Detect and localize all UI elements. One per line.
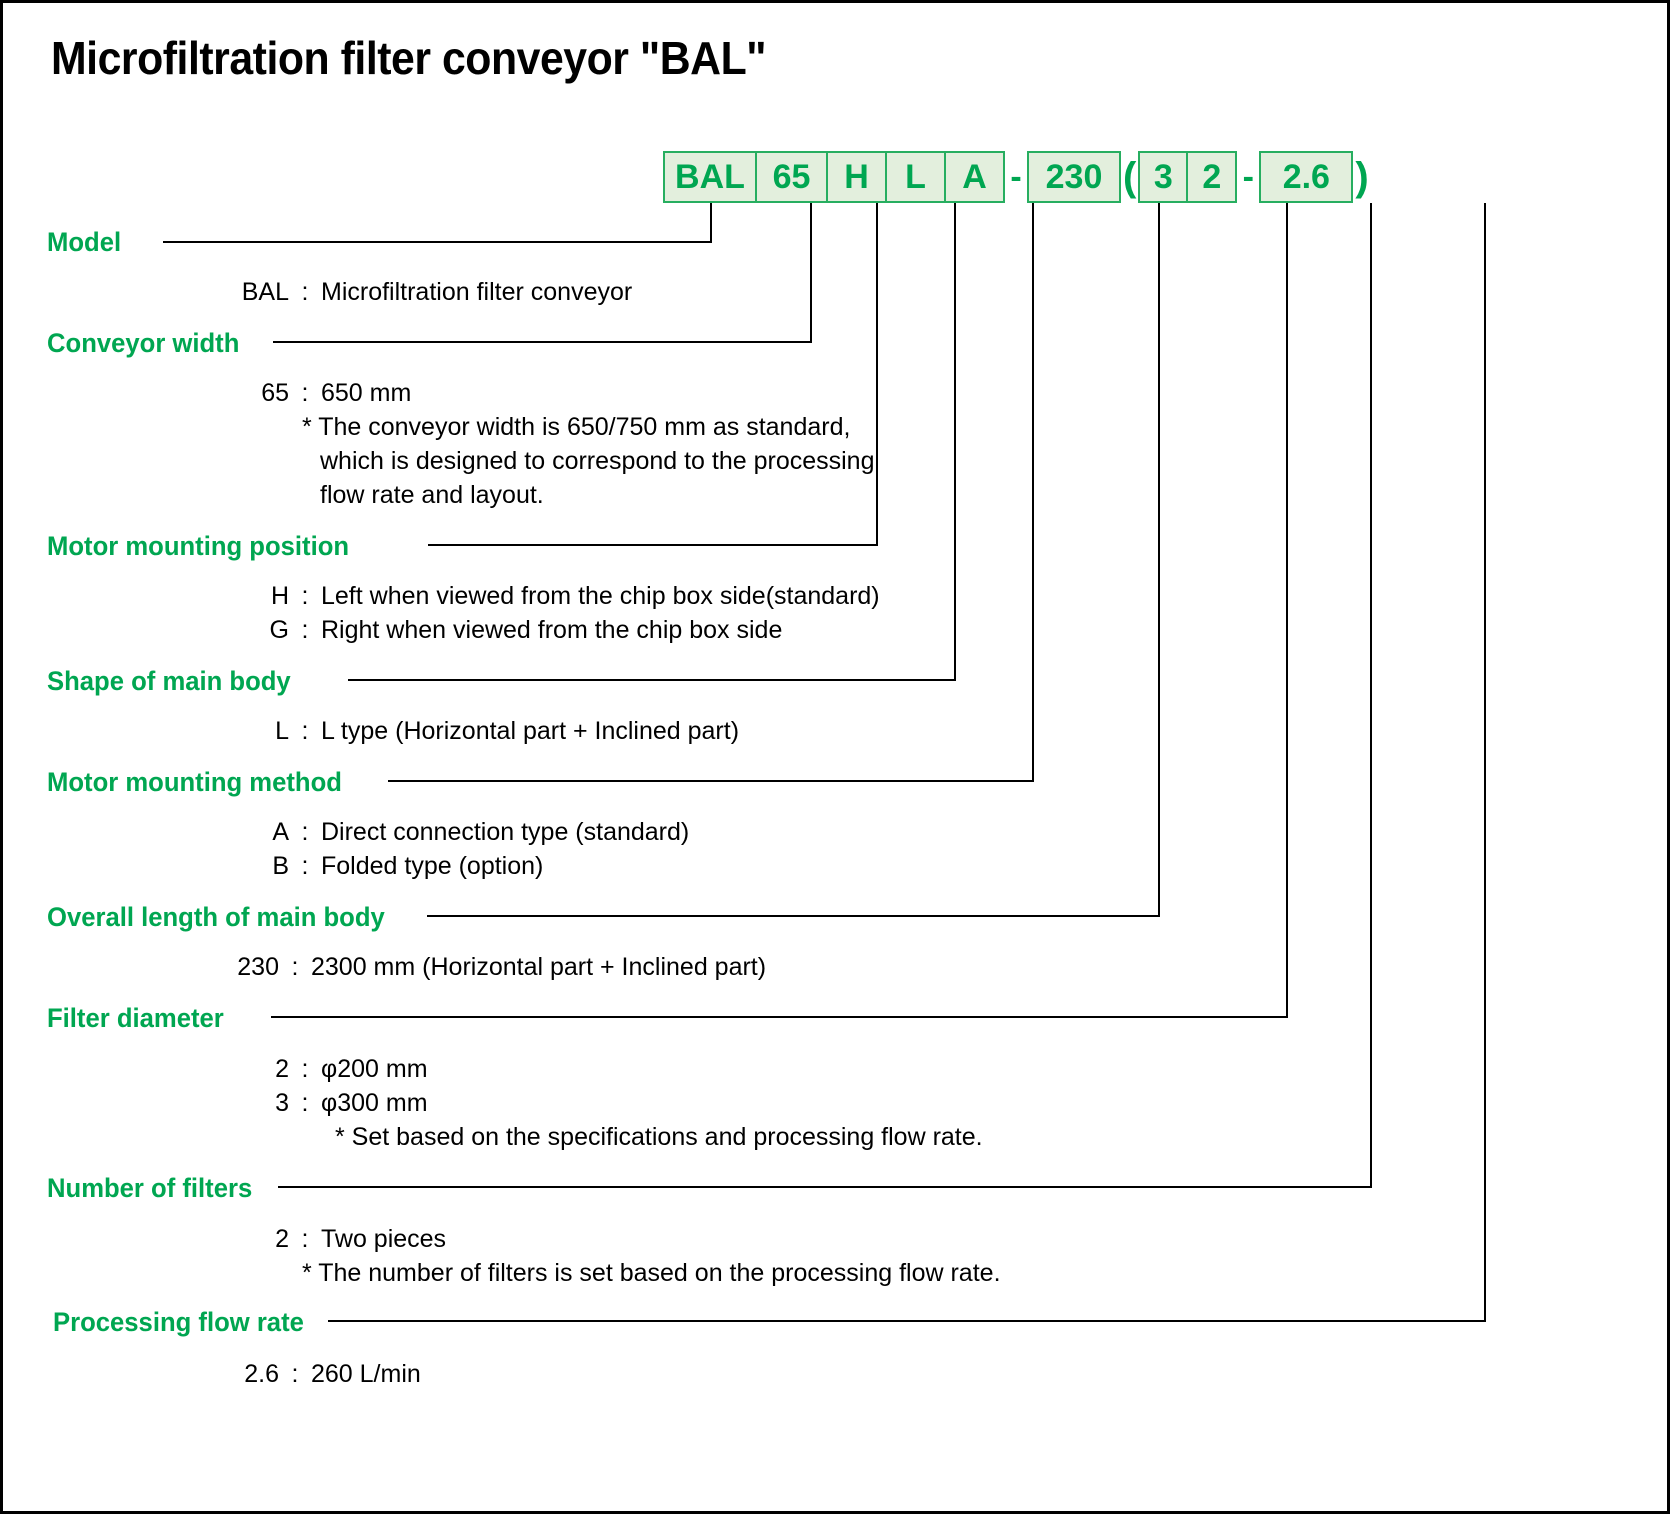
option-row: A: Direct connection type (standard)	[235, 818, 689, 847]
option-key: H	[270, 582, 289, 610]
option-row: 3: φ300 mm	[235, 1089, 428, 1118]
leader-horizontal-processing-flow-rate	[328, 1320, 1486, 1322]
leader-vertical-filter-diameter	[1286, 203, 1288, 1016]
option-colon: :	[301, 379, 309, 407]
option-colon: :	[301, 616, 309, 644]
leader-horizontal-number-of-filters	[278, 1186, 1372, 1188]
leader-vertical-overall-length	[1158, 203, 1160, 915]
option-desc: Two pieces	[321, 1225, 447, 1253]
code-box-conveyor-width[interactable]: 65	[756, 151, 828, 203]
option-desc: φ300 mm	[321, 1089, 428, 1117]
leader-horizontal-overall-length	[427, 915, 1160, 917]
code-box-motor-mounting-method[interactable]: A	[945, 151, 1005, 203]
option-key: A	[272, 818, 289, 846]
option-desc: φ200 mm	[321, 1055, 428, 1083]
leader-vertical-shape-of-main-body	[954, 203, 956, 679]
option-row: L: L type (Horizontal part + Inclined par…	[235, 717, 739, 746]
option-desc: 650 mm	[321, 379, 412, 407]
option-row: 65:650 mm	[235, 379, 411, 408]
section-note: * The conveyor width is 650/750 mm as st…	[302, 413, 851, 441]
option-row: 2.6:260 L/min	[225, 1360, 421, 1389]
heading-shape-of-main-body: Shape of main body	[47, 666, 291, 696]
option-key: 230	[237, 953, 279, 981]
section-note: flow rate and layout.	[320, 481, 544, 509]
option-key: 65	[261, 379, 289, 407]
option-row: B: Folded type (option)	[235, 852, 543, 881]
option-colon: :	[301, 278, 309, 306]
leader-horizontal-shape-of-main-body	[348, 679, 956, 681]
option-desc: Folded type (option)	[321, 852, 544, 880]
option-key: L	[275, 717, 289, 745]
option-desc: Microfiltration filter conveyor	[321, 278, 633, 306]
heading-motor-mounting-method: Motor mounting method	[47, 767, 342, 797]
heading-conveyor-width: Conveyor width	[47, 328, 240, 358]
model-code-string: BAL 65 H L A - 230 ( 3 2 - 2.6 )	[663, 151, 1371, 203]
option-colon: :	[301, 582, 309, 610]
option-colon: :	[301, 1089, 309, 1117]
section-note: which is designed to correspond to the p…	[320, 447, 875, 475]
option-colon: :	[301, 1225, 309, 1253]
option-row: 2: Two pieces	[235, 1225, 446, 1254]
heading-overall-length-of-main-body: Overall length of main body	[47, 902, 385, 932]
heading-model: Model	[47, 227, 122, 257]
option-desc: Right when viewed from the chip box side	[321, 616, 783, 644]
code-box-shape-of-main-body[interactable]: L	[886, 151, 946, 203]
leader-horizontal-conveyor-width	[273, 341, 812, 343]
code-separator-dash-2: -	[1242, 157, 1254, 196]
heading-motor-mounting-position: Motor mounting position	[47, 531, 350, 561]
option-key: 2.6	[244, 1360, 279, 1388]
option-row: 2: φ200 mm	[235, 1055, 428, 1084]
option-colon: :	[301, 852, 309, 880]
page-title: Microfiltration filter conveyor "BAL"	[51, 32, 767, 84]
leader-vertical-processing-flow-rate	[1484, 203, 1486, 1320]
option-key: 2	[275, 1055, 289, 1083]
code-box-number-of-filters[interactable]: 2	[1187, 151, 1238, 203]
code-separator-dash-1: -	[1010, 157, 1022, 196]
code-box-motor-mounting-position[interactable]: H	[827, 151, 887, 203]
option-colon: :	[301, 818, 309, 846]
code-box-model[interactable]: BAL	[663, 151, 757, 203]
heading-filter-diameter: Filter diameter	[47, 1003, 224, 1033]
leader-vertical-conveyor-width	[810, 203, 812, 341]
option-desc: 2300 mm (Horizontal part + Inclined part…	[311, 953, 767, 981]
option-desc: Left when viewed from the chip box side(…	[321, 582, 880, 610]
option-desc: L type (Horizontal part + Inclined part)	[321, 717, 740, 745]
option-row: G: Right when viewed from the chip box si…	[235, 616, 783, 645]
leader-vertical-model	[710, 203, 712, 241]
section-note: * The number of filters is set based on …	[302, 1259, 1001, 1287]
code-paren-close: )	[1355, 154, 1369, 199]
option-row: H: Left when viewed from the chip box sid…	[235, 582, 880, 611]
section-note: * Set based on the specifications and pr…	[335, 1123, 983, 1151]
code-box-filter-diameter[interactable]: 3	[1138, 151, 1189, 203]
code-box-processing-flow-rate[interactable]: 2.6	[1259, 151, 1354, 203]
option-key: 3	[275, 1089, 289, 1117]
leader-horizontal-model	[163, 241, 712, 243]
code-box-overall-length[interactable]: 230	[1027, 151, 1121, 203]
leader-horizontal-motor-mounting-method	[388, 780, 1034, 782]
option-desc: 260 L/min	[311, 1360, 421, 1388]
option-colon: :	[301, 717, 309, 745]
option-colon: :	[291, 953, 299, 981]
leader-vertical-motor-mounting-method	[1032, 203, 1034, 780]
option-key: B	[272, 852, 289, 880]
option-key: G	[269, 616, 289, 644]
option-key: 2	[275, 1225, 289, 1253]
option-colon: :	[291, 1360, 299, 1388]
code-paren-open: (	[1123, 154, 1137, 199]
leader-vertical-motor-mounting-position	[876, 203, 878, 544]
option-desc: Direct connection type (standard)	[321, 818, 690, 846]
leader-vertical-number-of-filters	[1370, 203, 1372, 1186]
option-key: BAL	[241, 278, 289, 306]
option-colon: :	[301, 1055, 309, 1083]
heading-processing-flow-rate: Processing flow rate	[53, 1307, 304, 1337]
leader-horizontal-motor-mounting-position	[428, 544, 878, 546]
option-row: BAL: Microfiltration filter conveyor	[235, 278, 632, 307]
leader-horizontal-filter-diameter	[271, 1016, 1288, 1018]
option-row: 230:2300 mm (Horizontal part + Inclined …	[225, 953, 766, 982]
heading-number-of-filters: Number of filters	[47, 1173, 253, 1203]
